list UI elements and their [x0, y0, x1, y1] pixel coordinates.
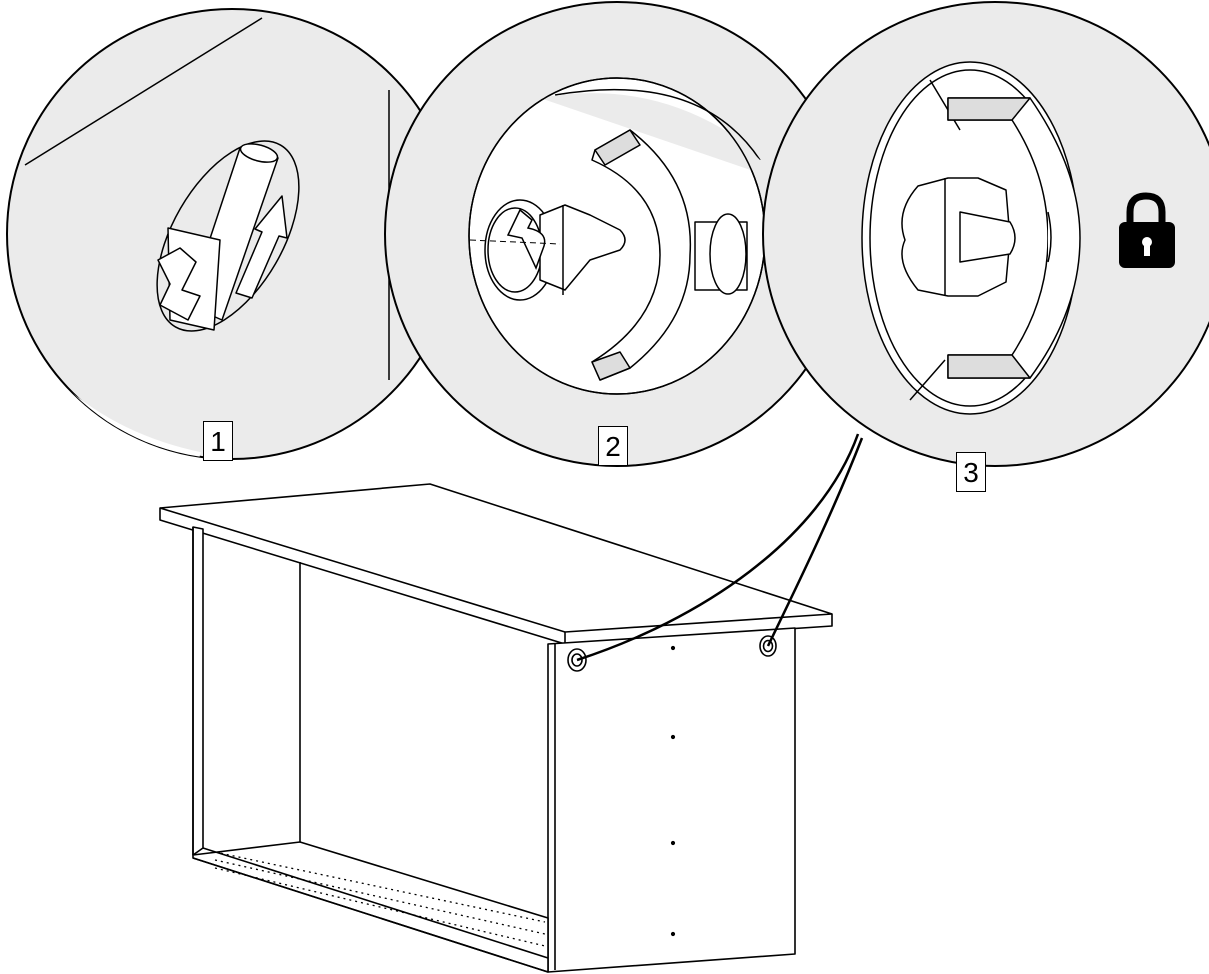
detail-circle-2	[384, 1, 850, 467]
cabinet	[159, 483, 833, 973]
cam-hole-back	[759, 635, 777, 657]
cam-hole-front	[567, 648, 587, 672]
cam-lock-rotating	[484, 129, 748, 381]
leader-lines	[576, 433, 864, 662]
insert-arrow-icon	[235, 195, 288, 299]
cabinet-right-side	[547, 627, 796, 973]
step-label-3: 3	[956, 452, 986, 492]
cam-connector-insert	[156, 140, 300, 332]
cabinet-bottom-panel	[192, 841, 549, 973]
detail-circle-3	[762, 1, 1209, 467]
cabinet-top-panel	[159, 483, 833, 645]
cabinet-left-side	[192, 526, 204, 856]
padlock-icon	[1119, 192, 1175, 268]
rotation-arrow-icon	[506, 208, 546, 270]
step-label-1: 1	[203, 421, 233, 461]
cam-lock-locked	[901, 97, 1081, 379]
step-label-2: 2	[598, 426, 628, 466]
